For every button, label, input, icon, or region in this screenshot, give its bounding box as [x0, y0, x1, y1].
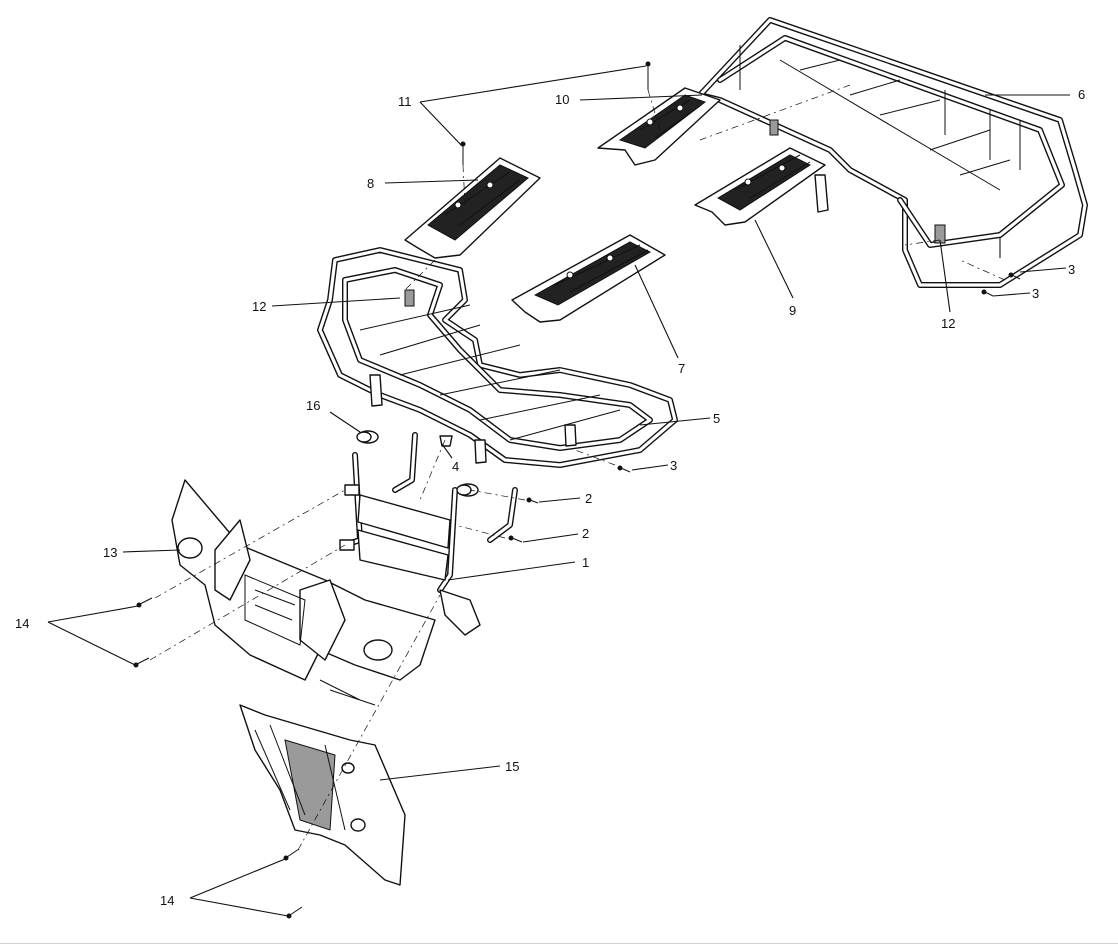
callout-7: 7: [678, 361, 685, 376]
callout-9: 9: [789, 303, 796, 318]
callout-5: 5: [713, 411, 720, 426]
front-bumper-cover: [171, 479, 436, 706]
callout-3-rear-lower: 3: [1032, 286, 1039, 301]
callout-12-front: 12: [252, 299, 266, 314]
front-rack: [317, 247, 678, 468]
leader-lines: [47, 65, 1070, 917]
callout-2-upper: 2: [585, 491, 592, 506]
callout-4: 4: [452, 459, 459, 474]
callout-13: 13: [103, 545, 117, 560]
fasteners: [133, 61, 1021, 919]
alignment-lines: [149, 84, 1006, 851]
callout-14-lower: 14: [160, 893, 174, 908]
skid-plate: [239, 704, 406, 886]
callout-2-lower: 2: [582, 526, 589, 541]
callout-11: 11: [398, 94, 412, 109]
callout-labels: 1 2 2 3 3 3 4 5 6 7 8 9 10 11 12 12 13 1…: [15, 87, 1085, 908]
callout-12-rear: 12: [941, 316, 955, 331]
callout-3-rear-upper: 3: [1068, 262, 1075, 277]
callout-6: 6: [1078, 87, 1085, 102]
callout-10: 10: [555, 92, 569, 107]
pad-7: [511, 234, 666, 323]
rear-rack: [697, 17, 1088, 288]
callout-3-front: 3: [670, 458, 677, 473]
callout-16: 16: [306, 398, 320, 413]
callout-8: 8: [367, 176, 374, 191]
callout-15: 15: [505, 759, 519, 774]
pad-8: [404, 157, 541, 259]
pad-9: [694, 147, 826, 226]
callout-1: 1: [582, 555, 589, 570]
callout-14-upper: 14: [15, 616, 29, 631]
